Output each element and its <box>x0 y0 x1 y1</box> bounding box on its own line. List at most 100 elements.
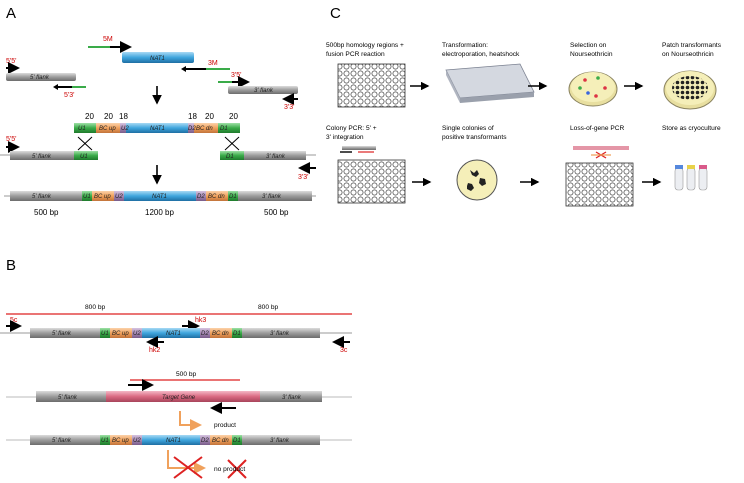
primer-3m-label: 3M <box>208 60 218 67</box>
svg-text:BC dn: BC dn <box>212 438 229 444</box>
primer-hk3-label: hk3 <box>195 317 206 324</box>
len-right-label: 800 bp <box>258 304 279 311</box>
primer-3-3-label: 3'3' <box>284 104 294 111</box>
plate-96-step5 <box>337 159 406 204</box>
crossover-right <box>224 136 240 151</box>
step-2-line2: electroporation, heatshock <box>442 51 520 58</box>
primer-5-3-arrow <box>53 84 86 90</box>
primer-3c-label: 3c <box>340 347 348 354</box>
svg-text:U1: U1 <box>78 126 86 132</box>
primer-5c-label: 5c <box>10 317 18 324</box>
svg-text:NAT1: NAT1 <box>166 331 181 337</box>
patch-plate <box>663 70 717 110</box>
segment-lengths: 20 20 18 18 20 20 <box>85 112 238 121</box>
svg-text:5' flank: 5' flank <box>32 154 52 160</box>
step-6-line1: Single colonies of <box>442 125 494 132</box>
svg-text:Target Gene: Target Gene <box>162 395 196 401</box>
svg-text:BC up: BC up <box>112 438 129 444</box>
svg-text:D2: D2 <box>201 331 209 337</box>
svg-text:NAT1: NAT1 <box>150 126 165 132</box>
svg-text:3' flank: 3' flank <box>262 194 282 200</box>
no-product-arrow <box>167 450 247 479</box>
svg-text:D1: D1 <box>233 438 241 444</box>
svg-text:BC dn: BC dn <box>212 331 229 337</box>
step-1-line2: fusion PCR reaction <box>326 51 385 58</box>
svg-text:20: 20 <box>229 112 238 121</box>
size-left: 500 bp <box>34 208 59 217</box>
len-left-label: 800 bp <box>85 304 106 311</box>
svg-text:U2: U2 <box>121 126 129 132</box>
integrated-locus: 5' flank U1 BC up U2 NAT1 D2 BC dn D1 3'… <box>4 191 316 201</box>
svg-text:D1: D1 <box>220 126 228 132</box>
step-2-line1: Transformation: <box>442 42 488 49</box>
svg-text:U1: U1 <box>80 154 88 160</box>
primer-5-5b-label: 5'5' <box>6 136 16 143</box>
crossover-left <box>77 136 93 151</box>
deletion-locus: 5' flank U1 BC up U2 NAT1 D2 BC dn D1 3'… <box>6 435 352 445</box>
step-3-line2: Nourseothricin <box>570 51 613 58</box>
svg-text:3' flank: 3' flank <box>266 154 286 160</box>
svg-text:U2: U2 <box>115 194 123 200</box>
step-6-line2: positive transformants <box>442 134 507 141</box>
step-5-line2: 3' integration <box>326 134 364 141</box>
selection-plate <box>568 71 618 107</box>
product-arrow <box>179 411 202 431</box>
svg-text:NAT1: NAT1 <box>152 194 167 200</box>
size-right: 500 bp <box>264 208 289 217</box>
svg-text:BC dn: BC dn <box>196 126 213 132</box>
svg-text:18: 18 <box>188 112 197 121</box>
electroporation-plate <box>445 63 535 103</box>
svg-text:BC up: BC up <box>99 126 116 132</box>
step-8-line: Store as cryoculture <box>662 125 721 132</box>
primer-5-3-label: 5'3' <box>64 92 74 99</box>
svg-text:U2: U2 <box>133 438 141 444</box>
flank3-template <box>228 86 298 94</box>
primer-3-5-label: 3'5' <box>231 72 241 79</box>
flank5-template-label: 5' flank <box>30 75 50 81</box>
step-7-line: Loss-of-gene PCR <box>570 125 624 132</box>
svg-text:20: 20 <box>205 112 214 121</box>
svg-text:18: 18 <box>119 112 128 121</box>
svg-text:3' flank: 3' flank <box>270 438 290 444</box>
svg-text:BC up: BC up <box>94 194 111 200</box>
nat1-template: NAT1 <box>122 52 194 63</box>
product-label: product <box>214 422 236 429</box>
svg-text:U1: U1 <box>83 194 91 200</box>
svg-text:U2: U2 <box>133 331 141 337</box>
step-3-line1: Selection on <box>570 42 607 49</box>
step-1-line1: 500bp homology regions + <box>326 42 404 49</box>
step-4-line2: on Nourseothricin <box>662 51 714 58</box>
colony-pcr-icon <box>340 146 376 153</box>
primer-5m-label: 5M <box>103 36 113 43</box>
fusion-cassette: U1 BC up U2 NAT1 D2 BC dn D1 <box>74 123 240 133</box>
len-mid-label: 500 bp <box>176 371 197 378</box>
flank5-template <box>6 73 76 81</box>
size-mid: 1200 bp <box>145 208 174 217</box>
primer-5-5-label: 5'5' <box>6 58 16 65</box>
panel-b-label: B <box>6 257 16 274</box>
svg-text:3' flank: 3' flank <box>270 331 290 337</box>
svg-text:BC dn: BC dn <box>208 194 225 200</box>
svg-text:3' flank: 3' flank <box>282 395 302 401</box>
genome-left-flank: 5' flank U1 <box>0 151 98 160</box>
step-4-line1: Patch transformants <box>662 42 722 49</box>
svg-text:NAT1: NAT1 <box>166 438 181 444</box>
panel-c-label: C <box>330 5 341 22</box>
svg-text:U1: U1 <box>101 331 109 337</box>
svg-text:U1: U1 <box>101 438 109 444</box>
cryo-tubes <box>674 165 708 191</box>
nat1-template-label: NAT1 <box>150 56 165 62</box>
svg-text:5' flank: 5' flank <box>52 438 72 444</box>
cassette-locus-b: 5' flank U1 BC up U2 NAT1 D2 BC dn D1 3'… <box>0 328 352 338</box>
genome-right-flank: D1 3' flank <box>220 151 316 160</box>
loss-pcr-icon <box>573 146 629 159</box>
svg-text:D2: D2 <box>197 194 205 200</box>
svg-text:D2: D2 <box>188 126 196 132</box>
single-colony-plate <box>456 159 498 201</box>
primer-3m-construct <box>181 66 230 72</box>
panel-a-label: A <box>6 5 16 22</box>
svg-text:20: 20 <box>85 112 94 121</box>
svg-text:D2: D2 <box>201 438 209 444</box>
svg-text:5' flank: 5' flank <box>32 194 52 200</box>
